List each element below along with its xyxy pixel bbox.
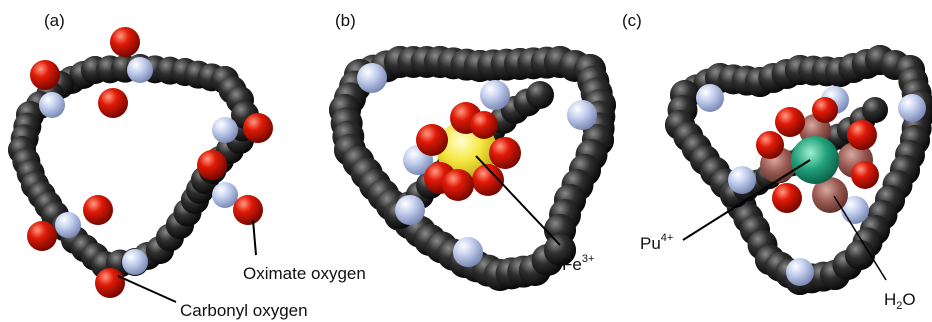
molecule-panel-c: [665, 45, 932, 295]
nitrogen-atom: [55, 212, 81, 238]
leader-line-carbonyl: [117, 275, 177, 303]
carbon-atom: [862, 97, 888, 123]
molecule-panel-a: [8, 27, 273, 298]
oxygen-atom: [772, 183, 802, 213]
h2o-subscript: 2: [896, 300, 902, 312]
pu-charge: 4+: [661, 232, 674, 244]
label-carbonyl-oxygen: Carbonyl oxygen: [180, 301, 308, 320]
oxygen-atom: [775, 107, 805, 137]
panel-label-c: (c): [622, 11, 642, 30]
oxygen-atom: [243, 113, 273, 143]
carbon-atom: [526, 81, 554, 109]
panel-label-b: (b): [335, 11, 356, 30]
nitrogen-atom: [841, 196, 869, 224]
label-h2o: H2O: [884, 290, 916, 312]
nitrogen-atom: [898, 94, 926, 122]
oxygen-atom: [95, 268, 125, 298]
oxygen-atom: [847, 120, 877, 150]
leader-line-pu: [682, 159, 811, 241]
oxygen-atom: [470, 111, 498, 139]
carbon-atom: [544, 234, 576, 266]
oxygen-atom: [30, 60, 60, 90]
nitrogen-atom: [395, 195, 425, 225]
panel-label-a: (a): [44, 11, 65, 30]
oxygen-atom: [416, 124, 448, 156]
oxygen-atom: [98, 88, 128, 118]
nitrogen-atom: [728, 166, 756, 194]
oxygen-atom: [812, 97, 838, 123]
oxygen-atom: [851, 161, 879, 189]
nitrogen-atom: [453, 237, 483, 267]
plutonium-atom: [791, 136, 839, 184]
h2o-o: O: [902, 290, 915, 309]
oxygen-atom: [27, 221, 57, 251]
nitrogen-atom: [39, 92, 65, 118]
label-pu4: Pu4+: [640, 232, 673, 253]
nitrogen-atom: [127, 57, 153, 83]
oxygen-atom: [233, 195, 263, 225]
h2o-h: H: [884, 290, 896, 309]
oxygen-atom: [83, 195, 113, 225]
oxygen-atom: [756, 131, 784, 159]
nitrogen-atom: [212, 117, 238, 143]
oxygen-atom: [472, 164, 504, 196]
nitrogen-atom: [696, 84, 724, 112]
oxygen-atom: [110, 27, 140, 57]
nitrogen-atom: [122, 249, 148, 275]
oxygen-atom: [442, 169, 474, 201]
nitrogen-atom: [786, 258, 814, 286]
fe-symbol: Fe: [562, 255, 582, 274]
fe-charge: 3+: [582, 253, 595, 265]
leader-line-h2o: [833, 195, 887, 281]
leader-line-oximate: [252, 219, 257, 256]
nitrogen-atom: [480, 80, 510, 110]
nitrogen-atom: [567, 100, 597, 130]
oxygen-atom: [489, 137, 521, 169]
label-fe3: Fe3+: [562, 253, 594, 274]
carbon-atom: [845, 240, 875, 270]
oxygen-atom: [197, 150, 227, 180]
nitrogen-atom: [212, 182, 238, 208]
pu-symbol: Pu: [640, 234, 661, 253]
leader-line-fe: [475, 155, 561, 246]
nitrogen-atom: [357, 63, 387, 93]
label-oximate-oxygen: Oximate oxygen: [243, 264, 366, 283]
